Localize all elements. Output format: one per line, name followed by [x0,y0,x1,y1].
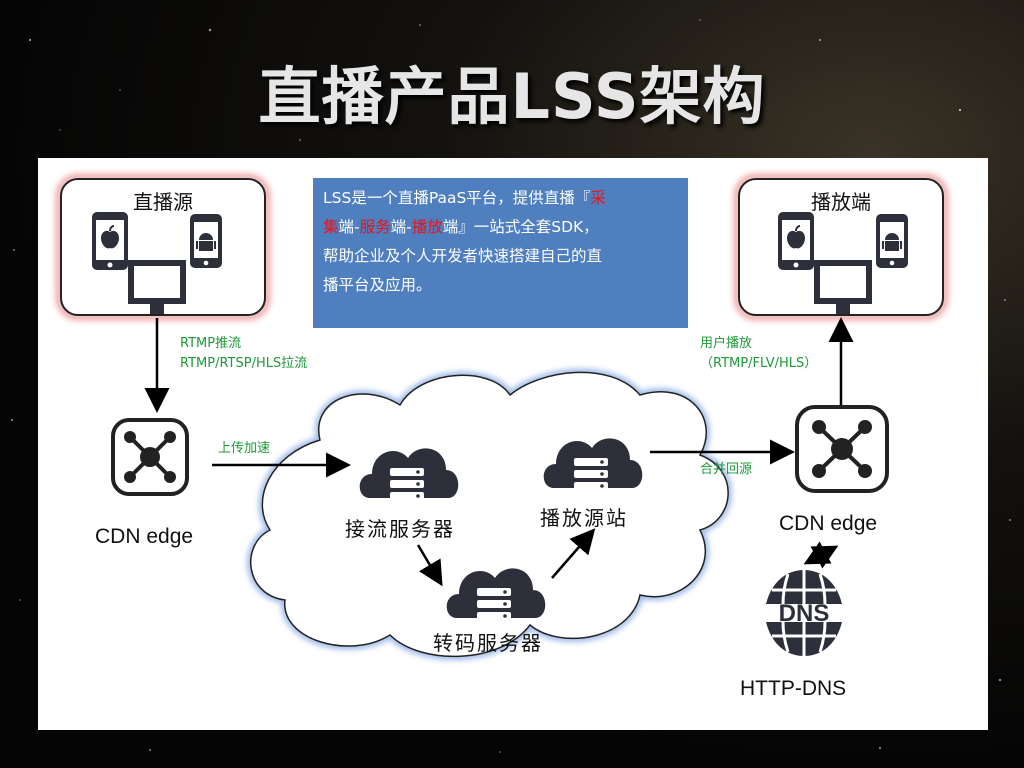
info-highlight: 集 [323,218,339,236]
transcode-server-label: 转码服务器 [433,631,543,655]
arrow-cdn-dns [803,541,839,569]
info-line-2: 集端-服务端-播放端』一站式全套SDK， [323,213,678,242]
info-text: 端』一站式全套SDK， [442,218,599,236]
info-highlight: 播放 [411,218,443,236]
httpdns-label: HTTP-DNS [740,677,847,700]
arrow-transcode-to-origin [551,528,596,579]
info-text: 端- [338,218,360,236]
slide-title: 直播产品LSS架构 [258,60,766,133]
label-upload: 上传加速 [218,441,271,456]
cdn-left-icon [111,418,189,496]
cdn-left-label: CDN edge [95,525,194,548]
origin-server-label: 播放源站 [540,506,628,530]
info-line-1: LSS是一个直播PaaS平台，提供直播『采 [323,184,678,213]
source-box-title: 直播源 [133,190,193,214]
dns-globe-icon: DNS [766,570,842,656]
info-text: 端- [390,218,412,236]
info-highlight: 采 [590,189,606,207]
arrow-ingest-to-transcode [416,544,443,587]
info-text: LSS是一个直播PaaS平台，提供直播『 [323,189,591,207]
label-merge: 合并回源 [700,462,753,477]
ingest-server-icon [359,448,459,500]
source-devices-icon [92,212,222,314]
cdn-right-icon [795,405,889,493]
origin-server-icon [543,438,643,490]
label-play-protocols: （RTMP/FLV/HLS） [700,356,818,371]
player-box-title: 播放端 [811,190,871,214]
cdn-right-label: CDN edge [779,512,878,535]
label-pull: RTMP/RTSP/HLS拉流 [180,356,308,371]
info-highlight: 服务 [359,218,391,236]
dns-icon-text: DNS [779,600,830,627]
player-devices-icon [778,212,908,314]
info-line-3: 帮助企业及个人开发者快速搭建自己的直 [323,247,603,265]
ingest-server-label: 接流服务器 [345,517,455,541]
label-play: 用户播放 [700,336,753,351]
info-box: LSS是一个直播PaaS平台，提供直播『采 集端-服务端-播放端』一站式全套SD… [313,178,688,328]
info-line-4: 播平台及应用。 [323,276,432,294]
transcode-server-icon [446,568,546,620]
label-push: RTMP推流 [180,336,242,351]
